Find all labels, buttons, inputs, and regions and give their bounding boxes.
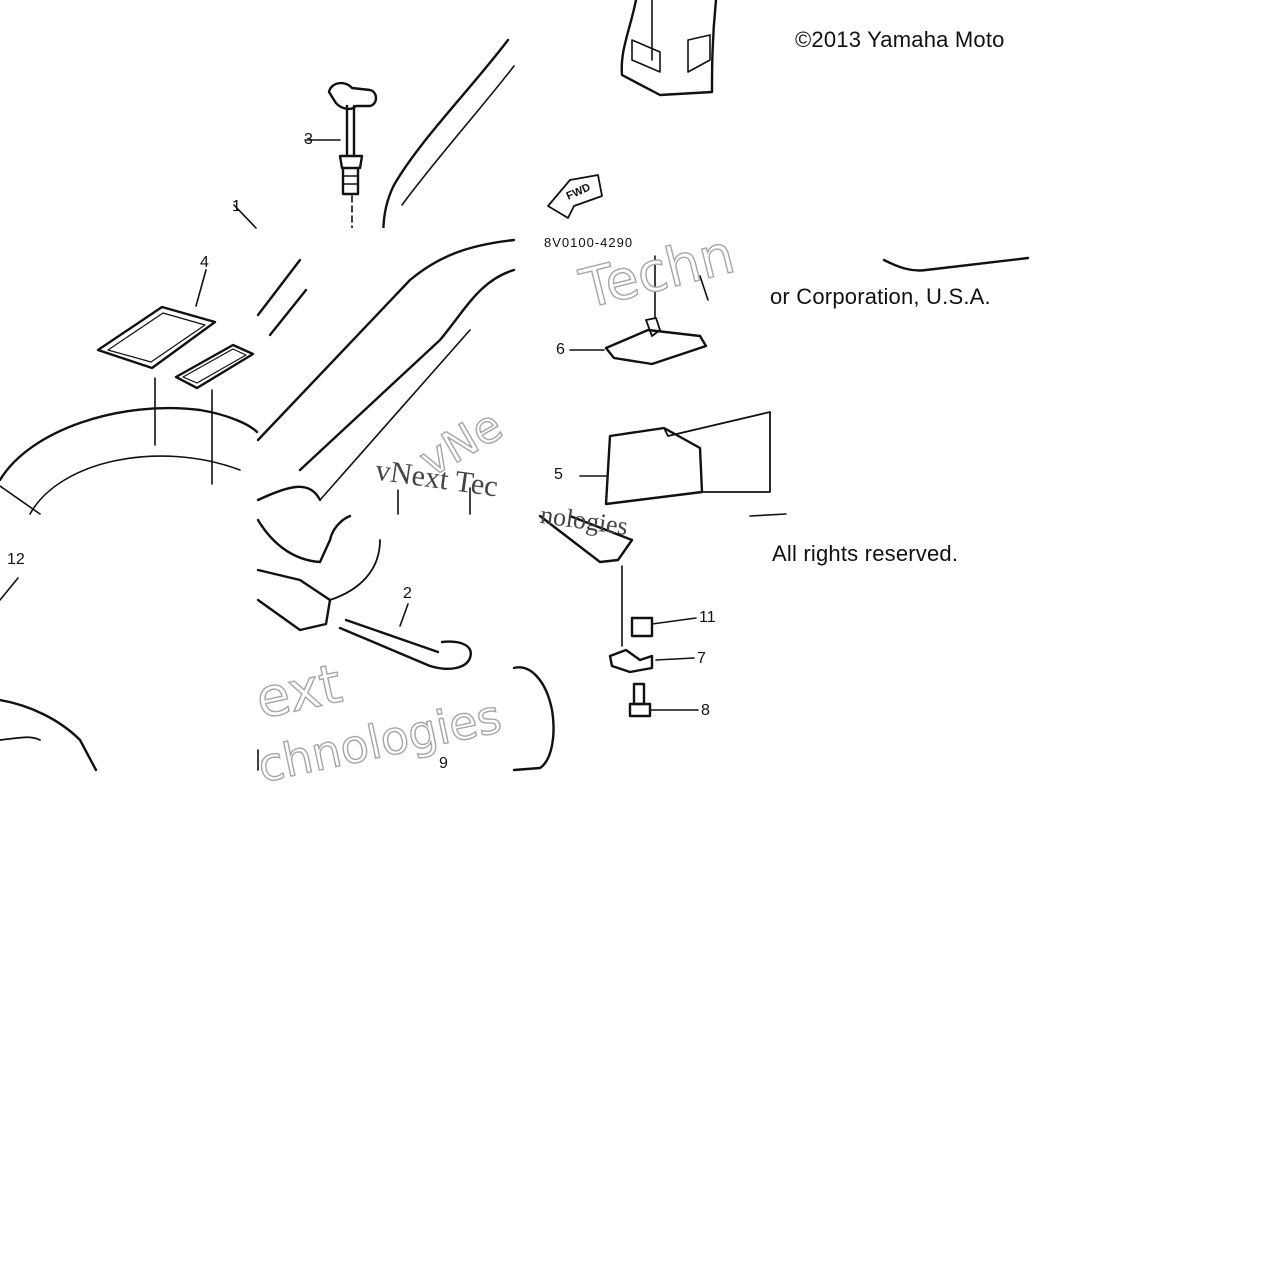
callout-12: 12: [7, 551, 25, 568]
callout-6: 6: [556, 341, 565, 358]
callout-5: 5: [554, 466, 563, 483]
pin-part-2: [338, 603, 472, 670]
fwd-arrow: [547, 174, 603, 219]
fender-edge-right: [882, 256, 1030, 272]
bracket-part-6: [569, 255, 709, 366]
callout-8: 8: [701, 702, 710, 719]
fender-curve-bottom-left: [0, 577, 98, 772]
seat-outline-bottom: [512, 666, 555, 772]
callout-4: 4: [200, 254, 209, 271]
strap-and-fasteners: [538, 514, 699, 718]
tile-fragment-line: [749, 513, 787, 517]
part-number: 8V0100-4290: [544, 235, 634, 250]
callout-1: 1: [232, 198, 241, 215]
bracket-left-bottom: [256, 514, 381, 771]
callout-3: 3: [304, 131, 313, 148]
fender-panel-center: [256, 238, 516, 515]
callout-11: 11: [699, 609, 716, 626]
copyright-line-1: ©2013 Yamaha Moto: [795, 27, 1005, 52]
tile-seam-mask: [257, 228, 397, 257]
callout-2: 2: [403, 585, 412, 602]
fender-outline: [233, 38, 515, 247]
box-part-5: [579, 411, 771, 506]
copyright-line-3: All rights reserved.: [772, 541, 959, 566]
wing-bolt-part-3: [304, 81, 389, 253]
decal-part-4: [96, 269, 255, 485]
fender-curve-left: [0, 406, 259, 515]
copyright-line-2: or Corporation, U.S.A.: [770, 284, 991, 309]
callout-9: 9: [439, 755, 448, 772]
front-fender-part: [620, 0, 718, 97]
callout-7: 7: [697, 650, 706, 667]
